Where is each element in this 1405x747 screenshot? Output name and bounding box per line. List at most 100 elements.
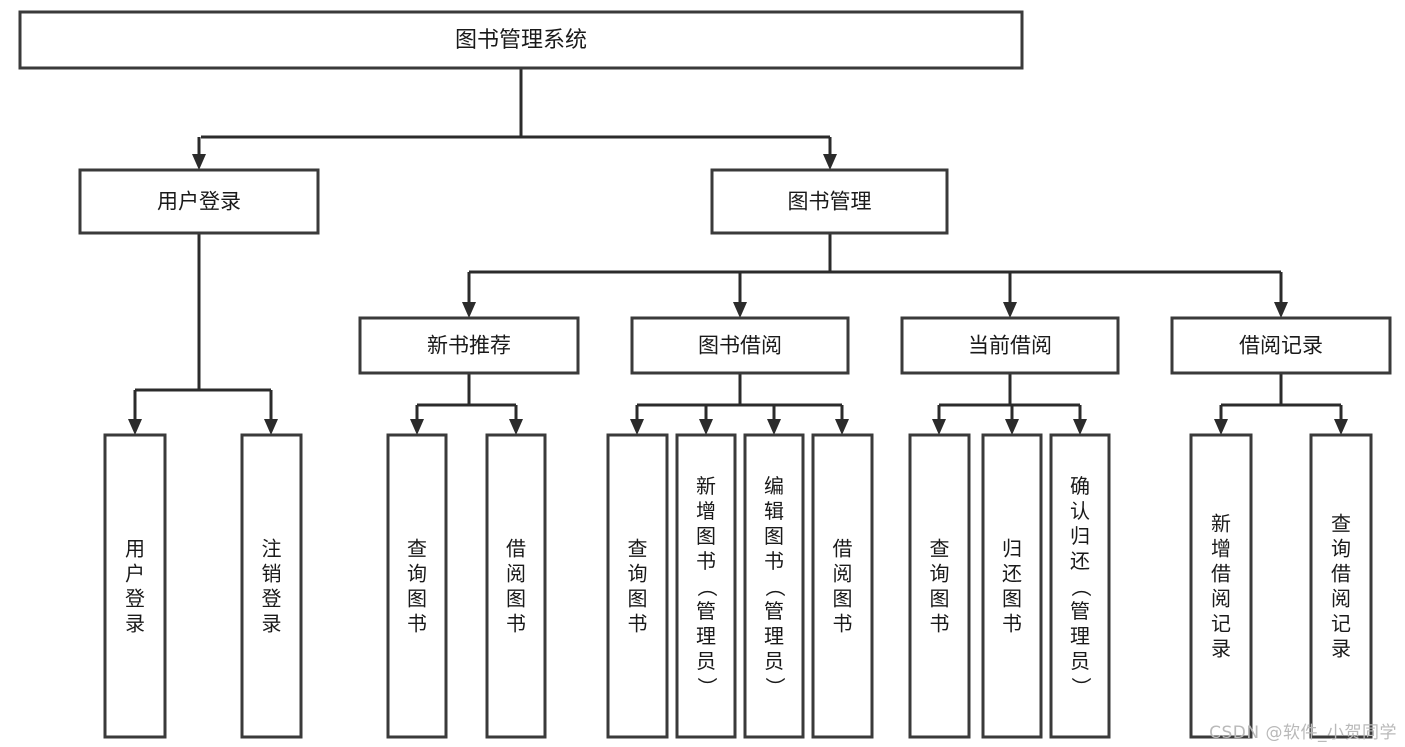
- node-box-new-book-rec[interactable]: [358, 316, 580, 375]
- arrow-to-current-borrow: [1003, 302, 1017, 318]
- node-box-leaf-query-book-rec[interactable]: [386, 433, 448, 739]
- svg-text:询: 询: [407, 562, 427, 586]
- svg-text:登: 登: [262, 587, 282, 611]
- svg-text:书: 书: [506, 612, 526, 636]
- svg-text:书: 书: [696, 549, 716, 573]
- node-new-book-rec[interactable]: 新书推荐: [358, 316, 580, 375]
- svg-text:录: 录: [125, 612, 145, 636]
- arrow-to-new-book-rec: [462, 302, 476, 318]
- node-current-borrow[interactable]: 当前借阅: [900, 316, 1120, 375]
- node-box-leaf-add-book[interactable]: [675, 433, 737, 739]
- node-label-book-borrow: 图书借阅: [698, 334, 782, 358]
- svg-text:图: 图: [628, 587, 648, 611]
- node-box-leaf-query-record[interactable]: [1309, 433, 1373, 739]
- node-box-leaf-logout[interactable]: [240, 433, 303, 739]
- node-box-borrow-record[interactable]: [1170, 316, 1392, 375]
- svg-text:借: 借: [506, 537, 526, 561]
- arrow-to-leaf-edit-book: [767, 419, 781, 435]
- arrow-to-leaf-add-record: [1214, 419, 1228, 435]
- node-label-borrow-record: 借阅记录: [1239, 334, 1323, 358]
- svg-text:注: 注: [262, 537, 282, 561]
- node-box-leaf-borrow-book-rec[interactable]: [485, 433, 547, 739]
- connector-bus-borrow-record: [1221, 373, 1341, 407]
- node-book-manage[interactable]: 图书管理: [710, 168, 949, 235]
- node-box-leaf-edit-book[interactable]: [743, 433, 805, 739]
- node-box-current-borrow[interactable]: [900, 316, 1120, 375]
- node-label-root: 图书管理系统: [455, 28, 587, 53]
- arrow-to-user-login: [192, 154, 206, 170]
- svg-text:户: 户: [125, 562, 145, 586]
- arrow-to-leaf-borrow-book-rec: [509, 419, 523, 435]
- arrow-to-leaf-return-book: [1005, 419, 1019, 435]
- node-box-leaf-user-login[interactable]: [103, 433, 167, 739]
- svg-text:图: 图: [930, 587, 950, 611]
- svg-text:（: （: [1069, 577, 1093, 597]
- connectors-layer: [133, 68, 1343, 421]
- svg-text:新: 新: [696, 474, 716, 498]
- svg-text:（: （: [763, 577, 787, 597]
- svg-text:员: 员: [696, 649, 716, 673]
- node-box-leaf-borrow-book[interactable]: [811, 433, 874, 739]
- svg-text:录: 录: [1211, 637, 1231, 661]
- node-root[interactable]: 图书管理系统: [18, 10, 1024, 70]
- arrow-to-borrow-record: [1274, 302, 1288, 318]
- node-borrow-record[interactable]: 借阅记录: [1170, 316, 1392, 375]
- svg-text:理: 理: [1070, 624, 1090, 648]
- svg-text:书: 书: [628, 612, 648, 636]
- node-book-borrow[interactable]: 图书借阅: [630, 316, 850, 375]
- node-box-leaf-query-book-bor[interactable]: [606, 433, 669, 739]
- node-box-book-borrow[interactable]: [630, 316, 850, 375]
- svg-text:归: 归: [1002, 537, 1022, 561]
- node-box-book-manage[interactable]: [710, 168, 949, 235]
- svg-text:还: 还: [1070, 549, 1090, 573]
- node-box-leaf-add-record[interactable]: [1189, 433, 1253, 739]
- svg-text:员: 员: [764, 649, 784, 673]
- svg-text:阅: 阅: [833, 562, 853, 586]
- svg-text:书: 书: [930, 612, 950, 636]
- svg-text:记: 记: [1211, 612, 1231, 636]
- connector-bus-new-book-rec: [417, 373, 516, 407]
- svg-text:记: 记: [1331, 612, 1351, 636]
- node-box-leaf-confirm-return[interactable]: [1049, 433, 1111, 739]
- node-user-login[interactable]: 用户登录: [78, 168, 320, 235]
- svg-text:）: ）: [1069, 677, 1093, 697]
- node-box-leaf-return-book[interactable]: [981, 433, 1043, 739]
- connector-bus-book-borrow: [637, 373, 842, 407]
- svg-text:书: 书: [407, 612, 427, 636]
- svg-text:）: ）: [763, 677, 787, 697]
- node-label-new-book-rec: 新书推荐: [427, 334, 511, 358]
- svg-text:管: 管: [764, 599, 784, 623]
- node-leaf-user-login[interactable]: 用户登录: [103, 433, 167, 739]
- svg-text:（: （: [695, 577, 719, 597]
- arrow-to-book-manage: [823, 154, 837, 170]
- node-label-book-manage: 图书管理: [788, 190, 872, 214]
- svg-text:员: 员: [1070, 649, 1090, 673]
- node-box-leaf-query-book-cur[interactable]: [908, 433, 971, 739]
- node-box-root[interactable]: [18, 10, 1024, 70]
- node-box-user-login[interactable]: [78, 168, 320, 235]
- svg-text:录: 录: [1331, 637, 1351, 661]
- arrow-to-book-borrow: [733, 302, 747, 318]
- svg-text:借: 借: [833, 537, 853, 561]
- node-label-leaf-user-login: 用户登录: [125, 537, 145, 636]
